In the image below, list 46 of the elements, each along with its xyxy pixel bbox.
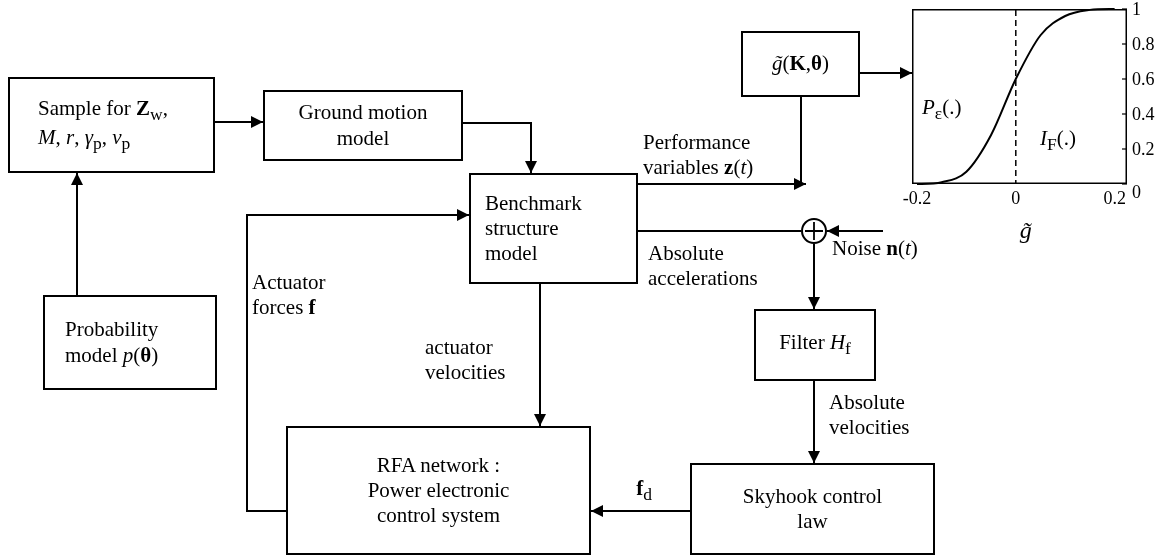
- curve-label: P$_{ε}$(.): [922, 95, 963, 125]
- tick-label: 1: [1132, 0, 1141, 18]
- arrow: [859, 67, 913, 79]
- edge-label: f$_{d}$: [635, 476, 653, 506]
- box-label: Probability model p(θ): [65, 317, 159, 367]
- arrow: [71, 172, 83, 296]
- arrow: [246, 209, 470, 512]
- edge-label: actuator velocities: [425, 335, 507, 386]
- tick-label: 0.4: [1132, 105, 1155, 123]
- process-box: [754, 309, 876, 381]
- arrow: [637, 178, 807, 190]
- process-box: [469, 173, 638, 284]
- box-label: Benchmark structure model: [485, 190, 582, 266]
- summing-junction: [801, 218, 827, 244]
- edge-label: Actuator forces f: [252, 270, 327, 321]
- tick-label: 0.8: [1132, 35, 1155, 53]
- arrow: [808, 380, 820, 464]
- edge-label: Absolute accelerations: [648, 241, 759, 292]
- process-box: [741, 31, 860, 97]
- arrow: [462, 122, 537, 174]
- tick-label: 0.6: [1132, 70, 1155, 88]
- tick-label: -0.2: [902, 189, 932, 207]
- box-label: Skyhook control law: [742, 483, 883, 533]
- arrow: [826, 225, 884, 237]
- process-box: [690, 463, 935, 555]
- box-label: g̃(K,θ): [771, 51, 830, 76]
- process-box: [263, 90, 463, 161]
- tick-label: 0.2: [1132, 140, 1155, 158]
- arrow: [534, 283, 546, 427]
- box-label: RFA network : Power electronic control system: [367, 452, 510, 528]
- arrow: [214, 116, 264, 128]
- arrow: [808, 243, 820, 310]
- process-box: [43, 295, 217, 390]
- curve-label: I$_{F}$(.): [1040, 126, 1077, 156]
- edge-label: Noise n(t): [832, 236, 919, 262]
- process-box: [8, 77, 215, 173]
- box-label: Filter H$_{f}$: [779, 330, 851, 355]
- box-label: Ground motion model: [298, 100, 428, 150]
- edge-label: Absolute velocities: [829, 390, 911, 441]
- axis-label: g̃: [1019, 218, 1032, 242]
- arrow: [590, 505, 691, 517]
- edge-label: Performance variables z(t): [643, 130, 755, 181]
- tick-label: 0: [1132, 183, 1141, 201]
- tick-label: 0.2: [1103, 189, 1126, 207]
- tick-label: 0: [1011, 189, 1021, 207]
- process-box: [286, 426, 591, 555]
